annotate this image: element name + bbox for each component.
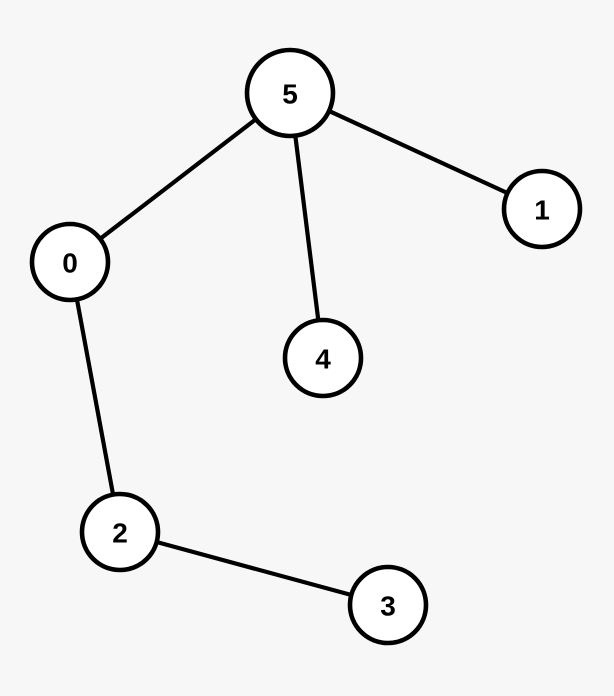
node-label-0: 0	[62, 248, 78, 279]
graph-node-2[interactable]: 2	[79, 491, 161, 573]
graph-edge-0-2	[74, 296, 116, 498]
node-circle-3[interactable]	[347, 564, 429, 646]
graph-node-5[interactable]: 5	[244, 47, 336, 139]
graph-node-3[interactable]: 3	[347, 564, 429, 646]
node-circle-2[interactable]	[79, 491, 161, 573]
node-label-1: 1	[534, 195, 550, 226]
node-label-4: 4	[315, 344, 331, 375]
graph-edge-5-4	[293, 132, 321, 324]
node-label-3: 3	[380, 591, 396, 622]
nodes-layer: 0 1 2 3 4 5	[29, 47, 583, 646]
node-label-2: 2	[112, 518, 128, 549]
graph-edge-0-5	[97, 116, 259, 242]
node-circle-4[interactable]	[282, 317, 364, 399]
edges-layer	[74, 108, 511, 598]
graph-node-4[interactable]: 4	[282, 317, 364, 399]
node-circle-5[interactable]	[244, 47, 336, 139]
graph-node-1[interactable]: 1	[501, 168, 583, 250]
node-circle-0[interactable]	[29, 221, 111, 303]
graph-edge-5-1	[326, 108, 511, 196]
graph-edge-2-3	[153, 539, 355, 598]
graph-node-0[interactable]: 0	[29, 221, 111, 303]
node-circle-1[interactable]	[501, 168, 583, 250]
node-label-5: 5	[282, 79, 298, 110]
